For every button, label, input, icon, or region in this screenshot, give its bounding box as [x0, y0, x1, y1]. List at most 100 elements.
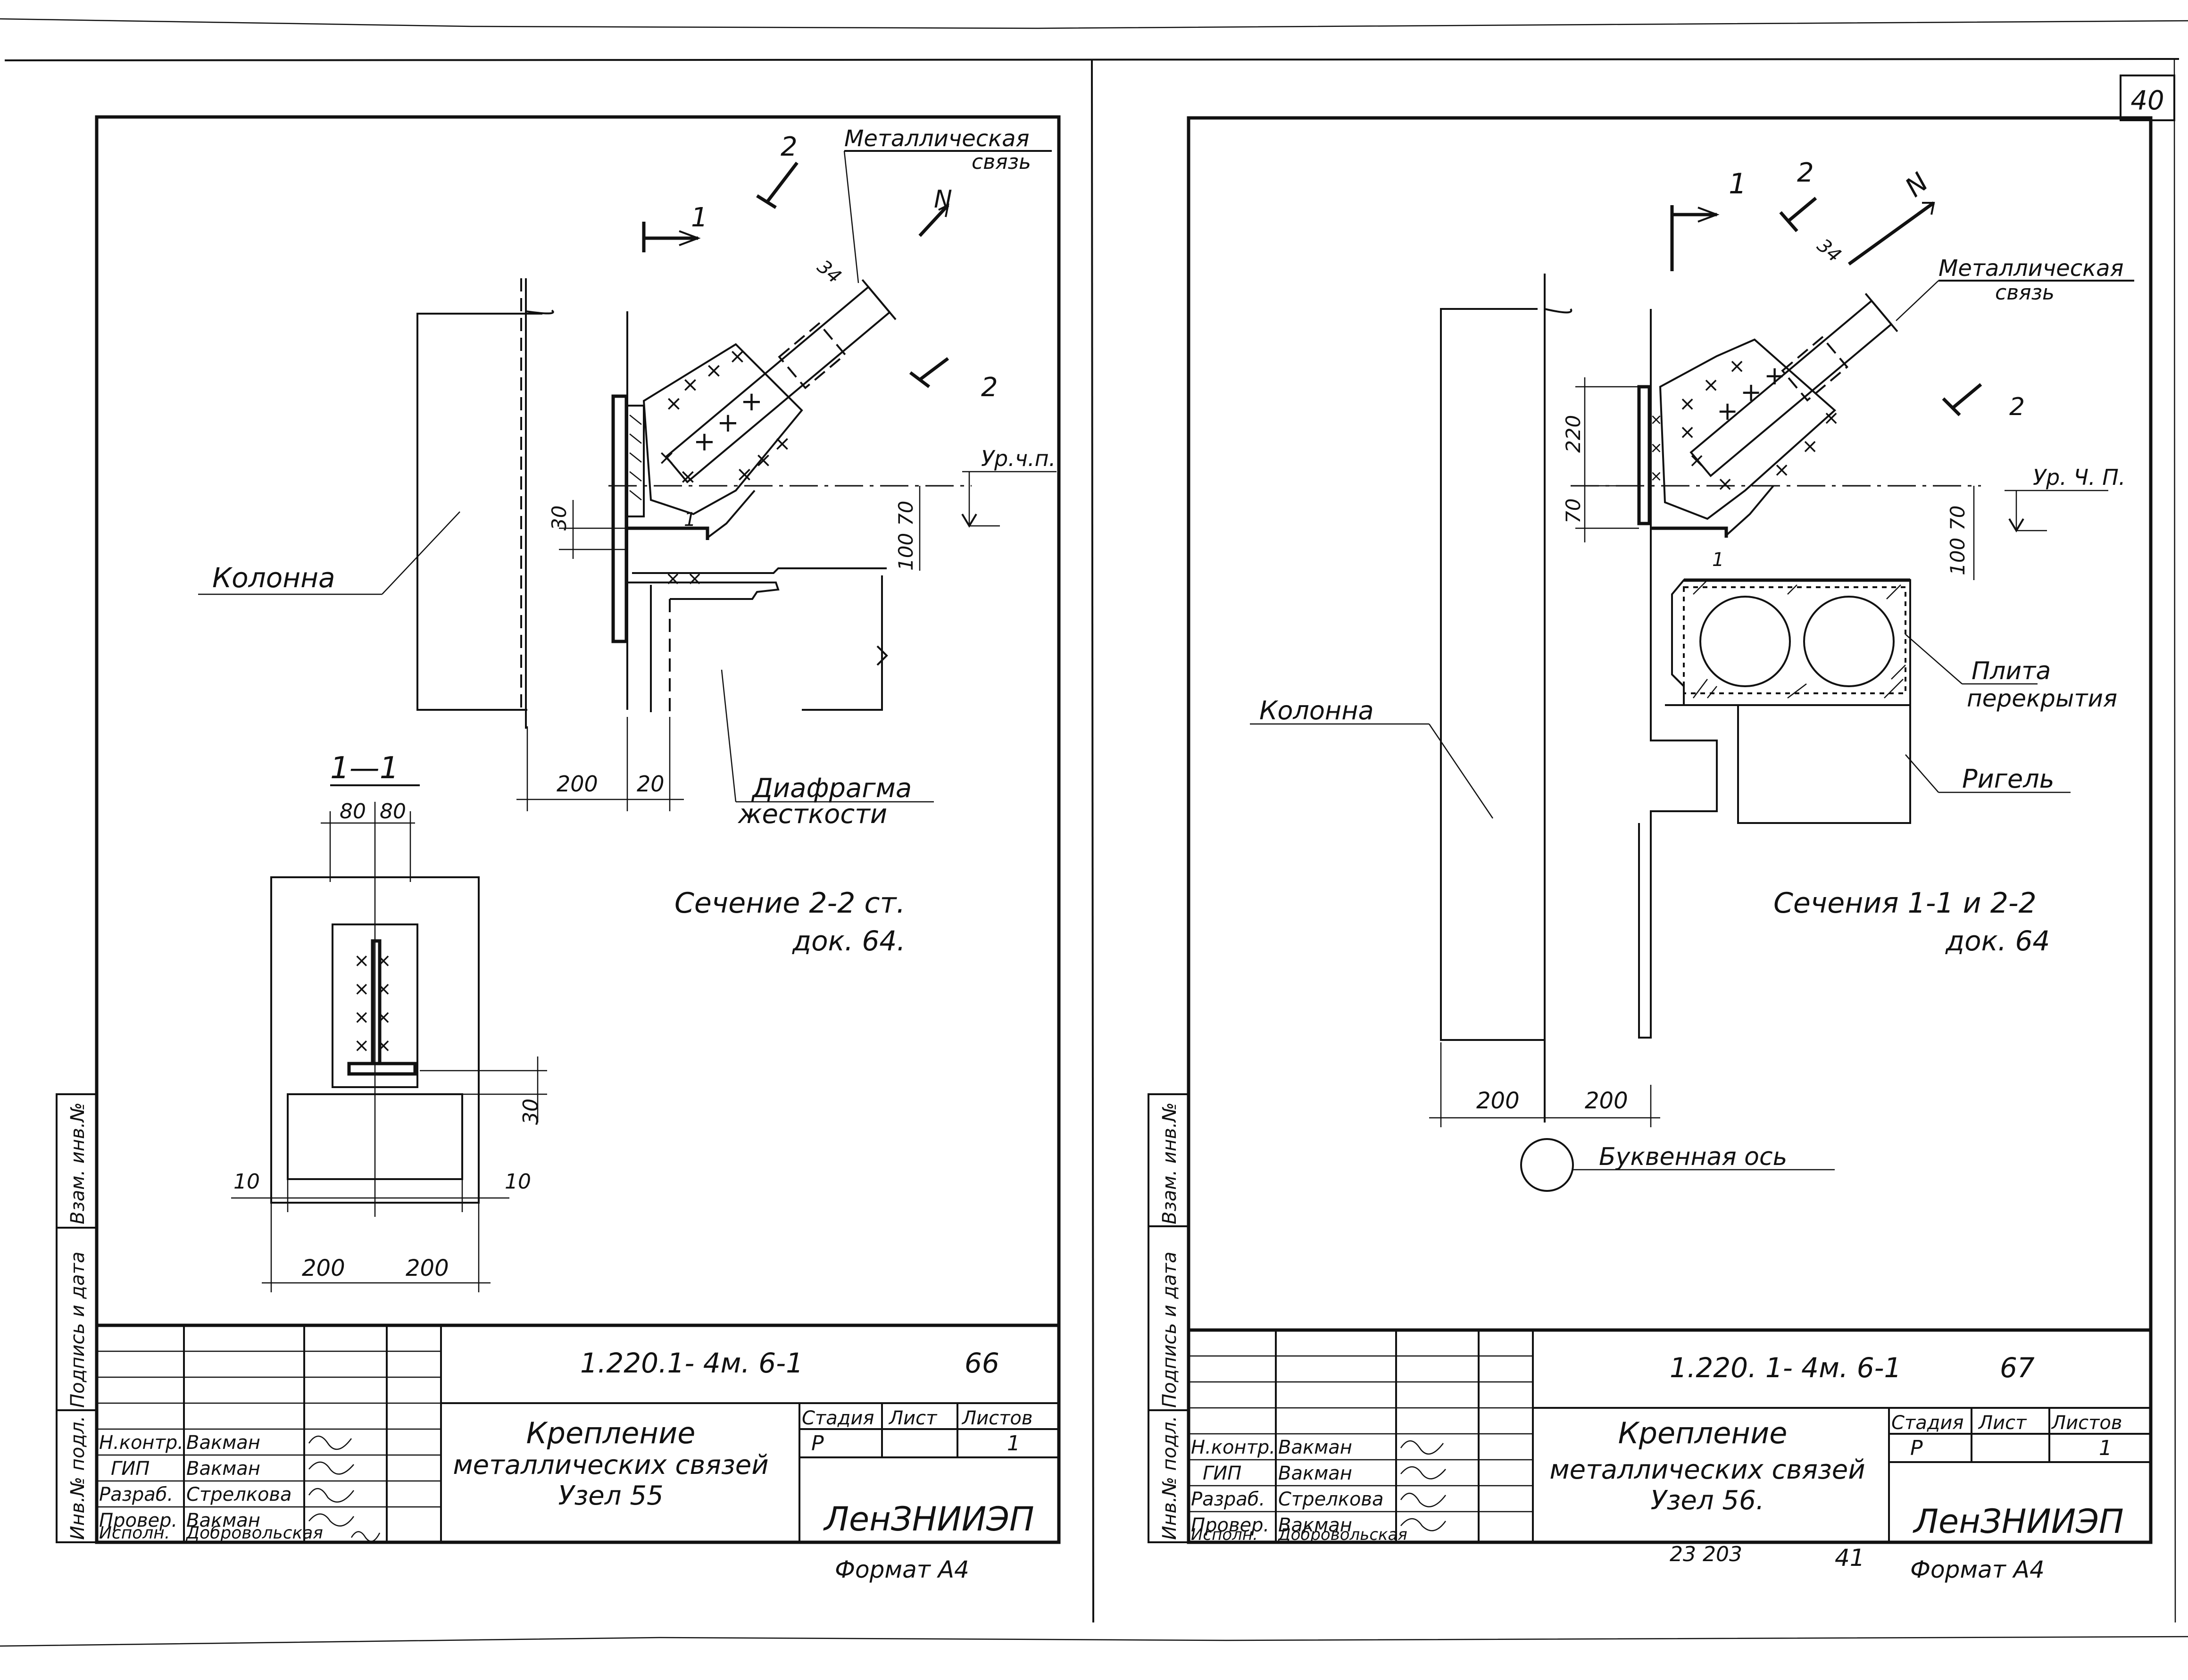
svg-text:×: ×	[755, 448, 772, 472]
svg-text:×: ×	[1802, 434, 1818, 457]
organization-right: ЛенЗНИИЭП	[1912, 1502, 2123, 1541]
svg-text:+: +	[1740, 377, 1762, 407]
brace-label-right-2: связь	[1995, 281, 2055, 305]
signatures-right	[1400, 1440, 1447, 1531]
title-line-2-right: металлических связей	[1549, 1455, 1865, 1485]
title-block-left: 1.220.1- 4м. 6-1 66 Крепление металличес…	[95, 1323, 1061, 1544]
format-right: Формат А4	[1910, 1556, 2045, 1583]
column-outline-left	[416, 313, 542, 711]
embedded-plate-left	[611, 394, 628, 643]
svg-text:× ×: × ×	[354, 1006, 391, 1028]
stamp-name-2-right: Вакман	[1278, 1463, 1352, 1484]
doc-code-left: 1.220.1- 4м. 6-1	[580, 1347, 803, 1379]
stamp-role-2-right: ГИП	[1203, 1463, 1241, 1484]
section-note-right-2: док. 64	[1945, 925, 2050, 957]
svg-text:+: +	[717, 408, 739, 438]
section-1-1-title: 1—1	[330, 751, 399, 786]
center-fold-line	[1091, 60, 1094, 1623]
stamp-role-4-right: Провер.	[1191, 1514, 1269, 1536]
dim-100-left: 100	[894, 533, 917, 571]
section-note-right-1: Сечения 1-1 и 2-2	[1773, 887, 2037, 920]
weld-marks-diaphragm: × ×	[665, 568, 703, 590]
title-line-3-left: Узел 55	[558, 1480, 663, 1511]
stamp-role-3-right: Разраб.	[1191, 1489, 1265, 1510]
dim-70-right-b: 70	[1946, 506, 1969, 531]
embedded-plate-right	[1637, 385, 1651, 525]
svg-text:× ×: × ×	[354, 950, 391, 972]
stamp-name-3-left: Стрелкова	[186, 1484, 292, 1505]
brace-label-right-1: Металлическая	[1938, 255, 2123, 282]
dim-200-sec-b: 200	[406, 1255, 449, 1281]
force-n-left: N	[934, 185, 952, 214]
svg-text:×: ×	[1650, 467, 1663, 485]
section-1-1: 1—1 80 80 × ×× × × ×× × 30 10 10	[231, 751, 547, 1292]
svg-text:×: ×	[1689, 449, 1705, 472]
stamp-name-5-right: Добровольская	[1277, 1525, 1407, 1544]
dim-200-right-a: 200	[1476, 1088, 1520, 1114]
axis-bubble	[1520, 1138, 1574, 1192]
cut-1-left: 1	[691, 202, 708, 233]
footer-mid-number: 41	[1835, 1544, 1865, 1572]
dim-34-right: 34	[1813, 234, 1846, 266]
svg-text:×: ×	[736, 462, 753, 486]
support-angle-left	[627, 526, 709, 540]
gusset-right	[1659, 338, 1837, 520]
svg-text:×: ×	[1773, 458, 1790, 481]
stamp-role-5-left: Исполн.	[99, 1523, 170, 1543]
title-line-3-right: Узел 56.	[1650, 1485, 1764, 1516]
sheet-right: Инв.№ подл. Подпись и дата Взам. инв.№ ×…	[1148, 116, 2153, 1583]
slab-label-1: Плита	[1972, 657, 2051, 685]
svg-text:×: ×	[774, 432, 791, 456]
section-note-left-1: Сечение 2-2 ст.	[674, 887, 905, 920]
side-stamp-sign-r: Подпись и дата	[1159, 1252, 1181, 1408]
frame-left	[95, 115, 1061, 1544]
doc-number-right: 67	[2000, 1352, 2035, 1384]
dim-10-a: 10	[233, 1170, 260, 1194]
stage-header-right: Стадия	[1891, 1412, 1963, 1434]
axis-label: Буквенная ось	[1599, 1143, 1787, 1171]
cut-2-top-right: 2	[1797, 158, 1814, 188]
weld-marks-right: ××× ××× ××× +++	[1679, 354, 1839, 495]
cut-2-right-left: 2	[981, 372, 998, 403]
sheet-header-right: Лист	[1978, 1412, 2027, 1434]
force-n-right: N	[1899, 167, 1934, 203]
side-stamp-replace-r: Взам. инв.№	[1159, 1102, 1181, 1224]
sheets-value-left: 1	[1007, 1431, 1020, 1455]
cut-mark-1-small: 1	[684, 509, 696, 531]
dim-70-right-a: 70	[1562, 499, 1585, 524]
weld-block-left	[626, 405, 645, 517]
svg-text:×: ×	[679, 465, 697, 489]
weld-marks-left: ××× ××× ××× ++ +	[658, 344, 791, 489]
sheets-value-right: 1	[2099, 1436, 2112, 1460]
svg-text:+: +	[1764, 361, 1785, 391]
right-edge-line	[2173, 58, 2176, 1623]
side-stamp-right	[1148, 1093, 1190, 1543]
footer-left-number: 23 203	[1670, 1542, 1742, 1566]
doc-number-left: 66	[965, 1347, 999, 1379]
girder-label: Ригель	[1962, 764, 2055, 794]
svg-text:×: ×	[1679, 420, 1696, 443]
stamp-name-2-left: Вакман	[186, 1458, 260, 1480]
dim-200-sec-a: 200	[302, 1255, 345, 1281]
bottom-trim-line	[0, 1636, 2188, 1647]
level-label-right: Ур. Ч. П.	[2033, 465, 2125, 490]
dim-30-section: 30	[519, 1098, 543, 1125]
signatures-left	[308, 1435, 381, 1542]
title-line-1-left: Крепление	[526, 1416, 696, 1450]
page-number-box	[2120, 75, 2175, 121]
dim-200-left: 200	[557, 771, 598, 797]
svg-text:+: +	[1717, 396, 1738, 426]
stamp-role-3-left: Разраб.	[99, 1484, 173, 1505]
stamp-name-4-left: Вакман	[186, 1510, 260, 1531]
dim-80-b: 80	[380, 799, 406, 823]
dim-100-right: 100	[1946, 538, 1969, 575]
stage-value-left: Р	[811, 1431, 824, 1455]
svg-text:×: ×	[1703, 373, 1719, 396]
stage-header-left: Стадия	[802, 1407, 874, 1429]
diaphragm-label-2: жесткости	[737, 799, 887, 830]
gusset-left	[642, 343, 803, 516]
dim-220-right: 220	[1562, 415, 1585, 453]
stamp-name-5-left: Добровольская	[185, 1523, 323, 1543]
side-stamp-inv: Инв.№ подл.	[67, 1416, 89, 1540]
column-label-left: Колонна	[212, 562, 335, 594]
